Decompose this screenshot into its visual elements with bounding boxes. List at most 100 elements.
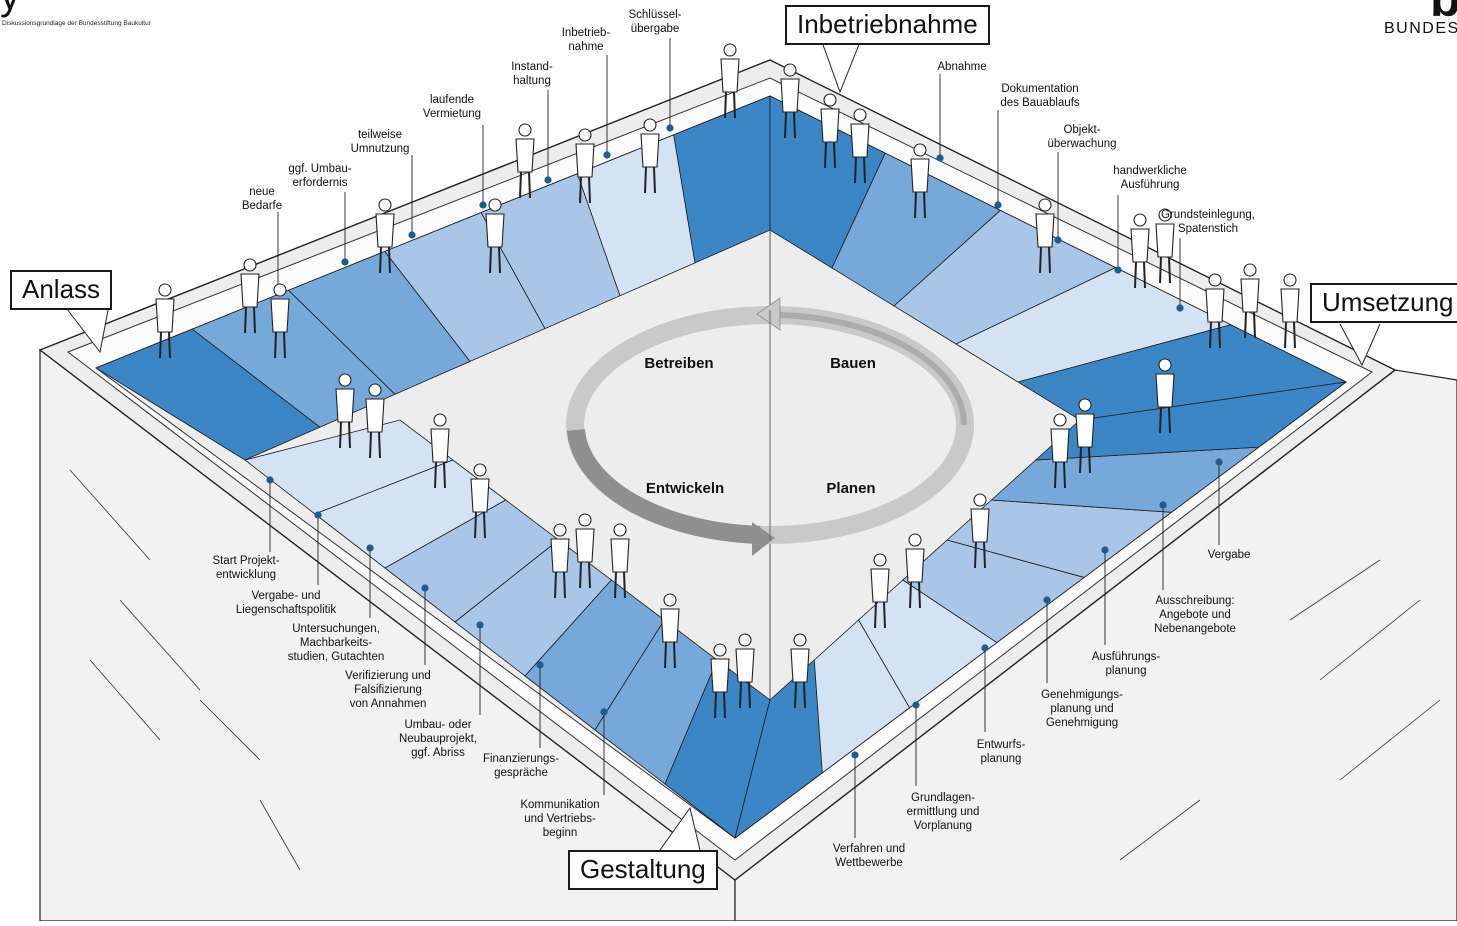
leader-dot-9	[994, 201, 1002, 209]
person-figure-26	[470, 463, 490, 539]
phase-label-ausfuehrungsplanung: Ausführungs- planung	[1091, 651, 1161, 677]
phase-label-umbauerfordernis: ggf. Umbau- erfordernis	[288, 163, 352, 189]
phase-label-grundlagenermittlung: Grundlagen- ermittlung und Vorplanung	[906, 792, 980, 832]
phase-label-schluesseluebergabe: Schlüssel- übergabe	[628, 9, 682, 35]
person-figure-4	[375, 198, 395, 274]
person-figure-21	[1050, 413, 1070, 489]
phase-label-kommunikation: Kommunikation und Vertriebs- beginn	[520, 799, 600, 839]
phase-label-finanzierung: Finanzierungs- gespräche	[482, 753, 560, 779]
cycle-arc-bauen	[779, 312, 968, 426]
callout-gestaltung	[659, 806, 701, 851]
person-figure-20	[1155, 358, 1175, 434]
person-figure-34	[870, 553, 890, 629]
wall-decoration-3	[89, 659, 161, 741]
phase-label-umnutzung: teilweise Umnutzung	[350, 129, 410, 155]
phase-label-vergabepolitik: Vergabe- und Liegenschaftspolitik	[235, 590, 337, 616]
wall-decoration-7	[1319, 599, 1421, 681]
phase-label-vermietung: laufende Vermietung	[422, 94, 482, 120]
leader-dot-17	[476, 621, 484, 629]
person-figure-35	[905, 533, 925, 609]
leader-dot-10	[1054, 236, 1062, 244]
person-figure-15	[1130, 213, 1150, 289]
leader-dot-21	[912, 701, 920, 709]
person-figure-27	[550, 523, 570, 599]
leader-dot-18	[536, 661, 544, 669]
phase-label-dokumentation: Dokumentation des Bauablaufs	[1000, 83, 1080, 109]
wall-decoration-5	[259, 799, 301, 871]
person-figure-8	[640, 118, 660, 194]
person-figure-2	[240, 258, 260, 334]
leader-dot-25	[1159, 501, 1167, 509]
person-figure-7	[575, 128, 595, 204]
leader-dot-26	[1215, 458, 1223, 466]
person-figure-29	[610, 523, 630, 599]
person-figure-24	[365, 383, 385, 459]
leader-dot-20	[851, 751, 859, 759]
leader-dot-8	[936, 154, 944, 162]
corner-label-anlass: Anlass	[10, 270, 113, 310]
person-figure-14	[1035, 198, 1055, 274]
cycle-arc-entwickeln	[567, 428, 761, 544]
person-figure-18	[1240, 263, 1260, 339]
wall-decoration-4	[199, 699, 261, 761]
person-figure-6	[515, 123, 535, 199]
phase-label-verifizierung: Verifizierung und Falsifizierung von Ann…	[345, 670, 431, 710]
leader-dot-16	[421, 584, 429, 592]
wall-decoration-1	[69, 469, 151, 561]
phase-label-objektueberwachung: Objekt- überwachung	[1047, 124, 1117, 150]
corner-label-inbetriebnahme: Inbetriebnahme	[785, 5, 990, 45]
leader-dot-13	[266, 476, 274, 484]
person-figure-16	[1155, 208, 1175, 284]
person-figure-10	[780, 63, 800, 139]
phase-label-untersuchungen: Untersuchungen, Machbarkeits- studien, G…	[287, 623, 385, 663]
person-figure-5	[485, 198, 505, 274]
leader-dot-24	[1101, 546, 1109, 554]
wall-decoration-2	[119, 599, 201, 691]
person-figure-33	[790, 633, 810, 709]
leader-dot-14	[314, 511, 322, 519]
phase-label-verfahren: Verfahren und Wettbewerbe	[832, 843, 906, 869]
phase-label-neue-bedarfe: neue Bedarfe	[241, 186, 283, 212]
brand-wordmark: BUNDESSTIF	[1384, 20, 1457, 37]
person-figure-11	[820, 93, 840, 169]
cycle-arrowhead-top	[756, 297, 781, 331]
leader-dot-4	[479, 201, 487, 209]
brand-logo: b	[1430, 0, 1457, 28]
leader-dot-7	[666, 124, 674, 132]
person-figure-3	[270, 283, 290, 359]
person-figure-23	[335, 373, 355, 449]
callout-anlass	[59, 299, 111, 354]
phase-label-grundsteinlegung: Grundsteinlegung, Spatenstich	[1161, 209, 1255, 235]
wall-decoration-6	[1289, 559, 1381, 621]
person-figure-1	[155, 283, 175, 359]
header-title-fragment: y	[0, 0, 20, 19]
person-figure-32	[735, 633, 755, 709]
header-subtitle: Diskussionsgrundlage der Bundesstiftung …	[2, 20, 151, 27]
leader-dot-23	[1043, 596, 1051, 604]
cycle-label-betreiben: Betreiben	[644, 355, 714, 372]
cycle-label-planen: Planen	[826, 480, 876, 497]
person-figure-25	[430, 413, 450, 489]
phase-label-inbetriebnahme: Inbetrieb- nahme	[561, 27, 611, 53]
callout-umsetzung	[1339, 323, 1381, 367]
leader-dot-11	[1114, 266, 1122, 274]
callout-inbetriebnahme	[821, 41, 861, 94]
person-figure-12	[850, 108, 870, 184]
phase-label-handwerkliche-ausfuehrung: handwerkliche Ausführung	[1113, 165, 1187, 191]
leader-dot-2	[341, 258, 349, 266]
phase-label-entwurfsplanung: Entwurfs- planung	[976, 739, 1026, 765]
phase-label-abnahme: Abnahme	[937, 61, 987, 73]
corner-label-umsetzung: Umsetzung	[1310, 283, 1457, 323]
phase-label-umbau-neubau: Umbau- oder Neubauprojekt, ggf. Abriss	[399, 719, 477, 759]
leader-dot-19	[600, 708, 608, 716]
person-figure-30	[660, 593, 680, 669]
phase-label-instandhaltung: Instand- haltung	[511, 61, 553, 87]
person-figure-36	[970, 493, 990, 569]
leader-dot-5	[544, 176, 552, 184]
cycle-label-entwickeln: Entwickeln	[645, 480, 725, 497]
leader-dot-15	[366, 544, 374, 552]
wall-decoration-8	[1339, 699, 1441, 781]
person-figure-19	[1280, 273, 1300, 349]
